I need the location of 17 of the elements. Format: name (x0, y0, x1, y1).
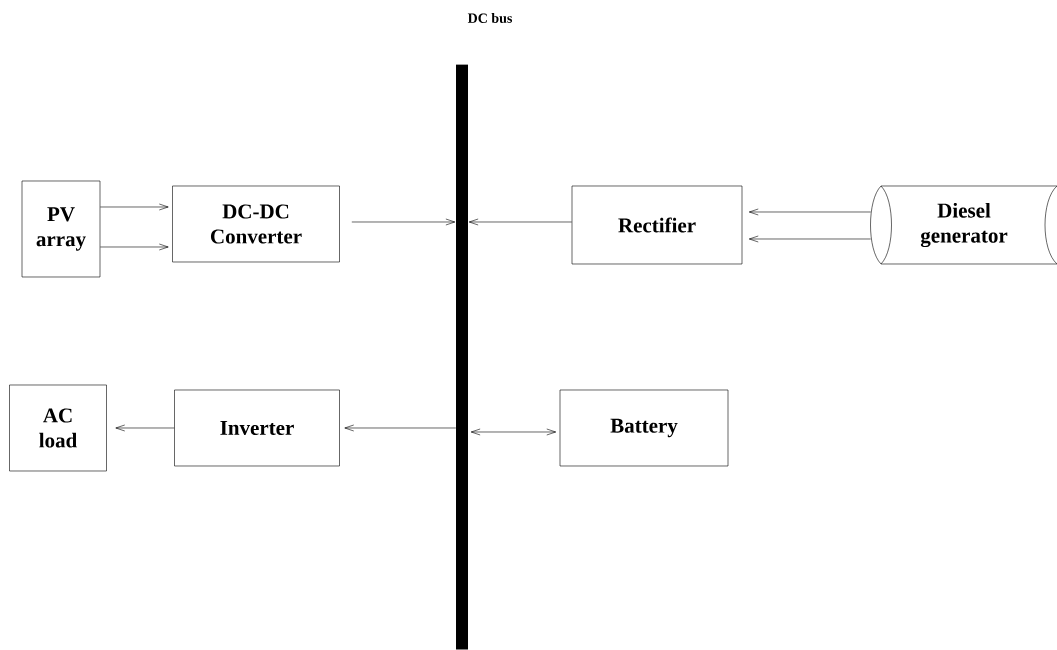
block-box: AC load (9, 384, 107, 472)
arrow (344, 424, 457, 432)
arrow (748, 235, 871, 243)
arrow (115, 424, 175, 432)
generator-cylinder: Diesel generator (870, 185, 1057, 265)
arrow (100, 203, 169, 211)
block-box: Battery (559, 389, 729, 467)
arrow (468, 218, 572, 226)
block-box: PV array (21, 180, 101, 278)
arrow (748, 208, 871, 216)
block-box: DC-DC Converter (172, 185, 340, 263)
bus-label: DC bus (467, 13, 513, 23)
arrow (100, 243, 169, 251)
arrow (351, 218, 456, 226)
block-box: Rectifier (571, 185, 743, 265)
block-box: Inverter (174, 389, 340, 467)
arrow (470, 428, 557, 436)
